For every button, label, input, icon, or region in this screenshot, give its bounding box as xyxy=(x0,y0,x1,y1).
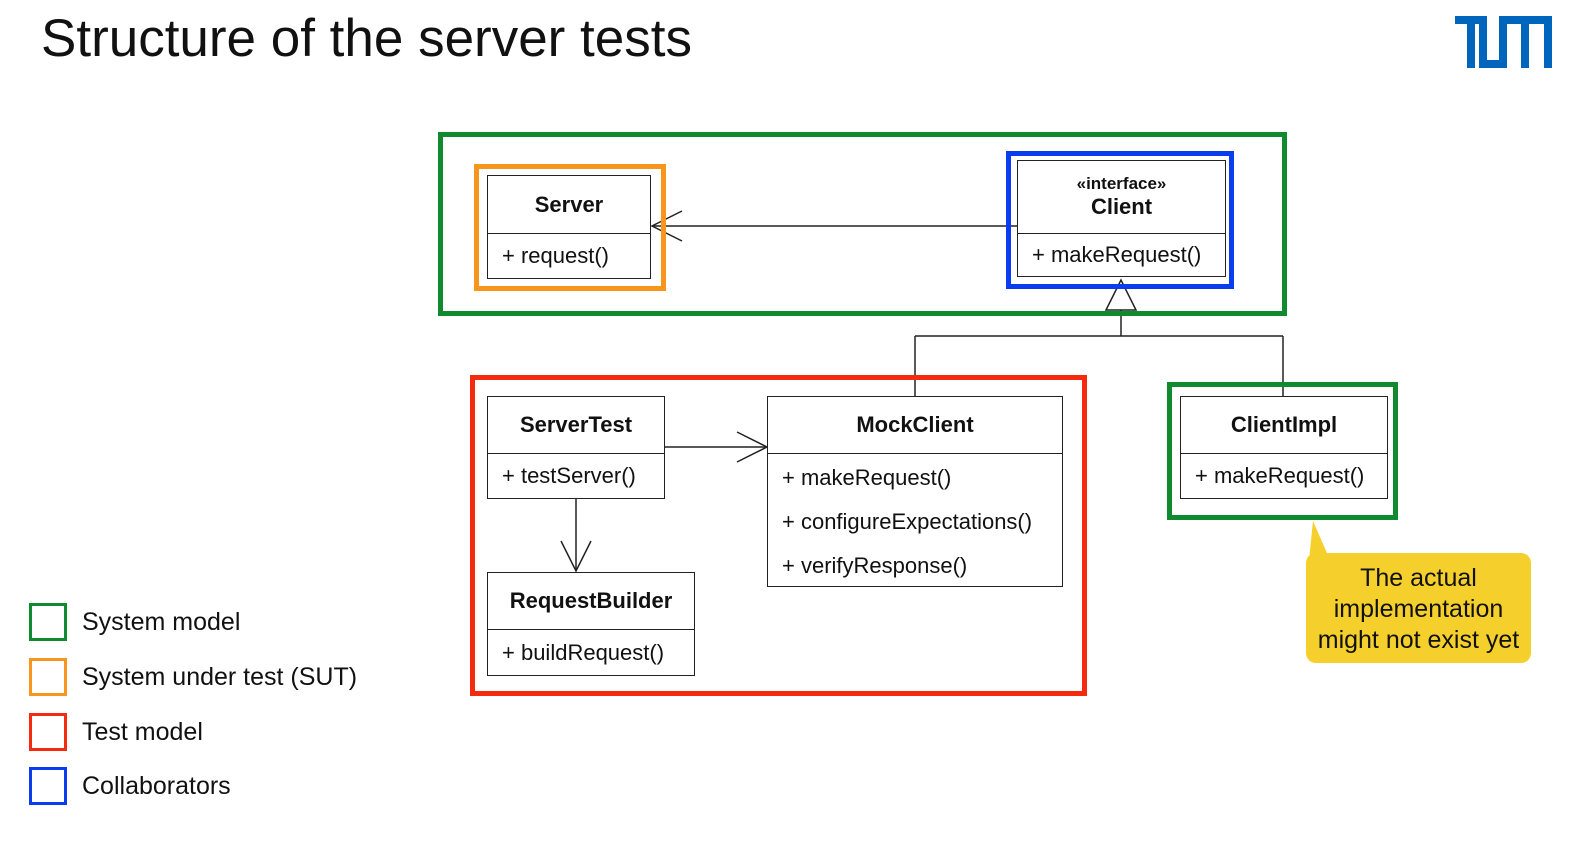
class-header: ServerTest xyxy=(488,397,664,454)
legend-label: System under test (SUT) xyxy=(82,663,358,691)
server-class: Server + request() xyxy=(487,175,651,279)
operation: + makeRequest() xyxy=(782,465,952,490)
sut-frame xyxy=(474,164,666,291)
implementation-callout: The actual implementation might not exis… xyxy=(1306,553,1531,663)
system-model-frame xyxy=(438,132,1287,316)
operation: + buildRequest() xyxy=(502,640,665,665)
server-test-class: ServerTest + testServer() xyxy=(487,396,665,499)
legend-swatch-sut xyxy=(29,658,67,696)
client-impl-class: ClientImpl + makeRequest() xyxy=(1180,396,1388,499)
request-builder-class: RequestBuilder + buildRequest() xyxy=(487,572,695,676)
mock-client-class: MockClient + makeRequest() + configureEx… xyxy=(767,396,1063,587)
class-header: ClientImpl xyxy=(1181,397,1387,454)
class-header: RequestBuilder xyxy=(488,573,694,630)
class-name: ServerTest xyxy=(519,412,633,437)
legend-label: Collaborators xyxy=(82,772,231,800)
operation: + verifyResponse() xyxy=(782,553,968,578)
class-header: MockClient xyxy=(768,397,1062,454)
legend-label: System model xyxy=(82,608,241,636)
legend-label: Test model xyxy=(82,718,203,746)
legend-swatch-system-model xyxy=(29,603,67,641)
collaborators-frame xyxy=(1006,151,1234,289)
client-interface-class: «interface» Client + makeRequest() xyxy=(1017,160,1226,277)
tum-logo xyxy=(1455,16,1552,68)
operation: + makeRequest() xyxy=(1032,242,1202,267)
legend-swatch-collaborators xyxy=(29,767,67,805)
operation: + makeRequest() xyxy=(1195,463,1365,488)
stereotype: «interface» xyxy=(1076,174,1167,193)
class-name: MockClient xyxy=(856,412,974,437)
slide-title: Structure of the server tests xyxy=(41,9,692,68)
class-name: ClientImpl xyxy=(1230,412,1338,437)
callout-pointer xyxy=(1309,521,1330,560)
client-impl-frame xyxy=(1167,382,1398,520)
test-model-frame xyxy=(470,375,1087,696)
legend-swatch-test-model xyxy=(29,713,67,751)
operation: + request() xyxy=(502,243,609,268)
class-name: Client xyxy=(1090,194,1153,219)
association-arrowhead xyxy=(650,210,683,242)
operation: + configureExpectations() xyxy=(782,509,1033,534)
class-header: Server xyxy=(488,176,650,234)
class-header: «interface» Client xyxy=(1018,161,1225,234)
class-name: Server xyxy=(534,191,604,217)
class-name: RequestBuilder xyxy=(509,588,673,613)
operation: + testServer() xyxy=(502,463,636,488)
